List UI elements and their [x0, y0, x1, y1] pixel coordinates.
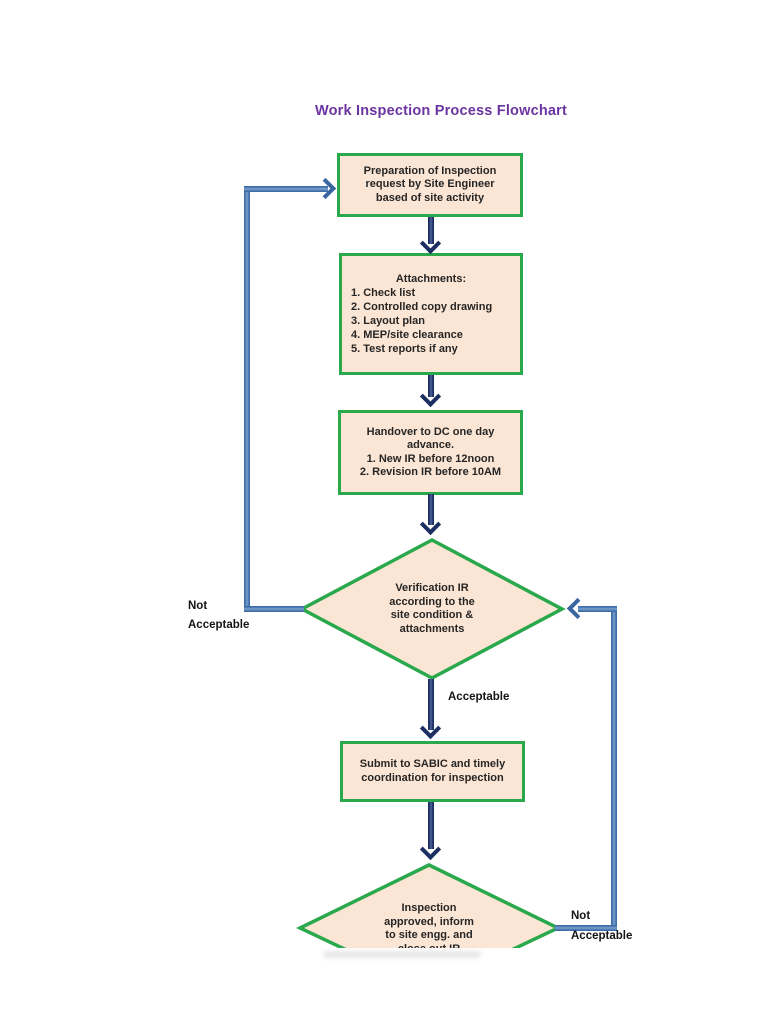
- node-text: Inspection approved, inform to site engg…: [384, 902, 474, 948]
- diamond-shape-icon: [298, 538, 566, 680]
- attachment-item: 5. Test reports if any: [351, 343, 458, 355]
- node-text: Preparation of Inspection request by Sit…: [363, 164, 497, 204]
- flow-connector: [428, 802, 434, 849]
- node-text: Submit to SABIC and timely coordination …: [359, 758, 506, 784]
- arrowhead-down-icon: [419, 838, 442, 861]
- not-acceptable-return-line-right: [555, 925, 617, 931]
- decision-node-inspection-approval: Inspection approved, inform to site engg…: [296, 861, 562, 948]
- arrowhead-left-icon: [566, 597, 589, 620]
- node-text: Verification IR according to the site co…: [389, 582, 475, 635]
- flow-connector: [428, 494, 434, 525]
- attachment-item: 2. Controlled copy drawing: [351, 301, 493, 313]
- flow-connector: [428, 679, 434, 730]
- not-acceptable-return-line-right: [611, 606, 617, 931]
- page-cut-artifact: [323, 951, 481, 958]
- process-node-attachments: Attachments: 1. Check list 2. Controlled…: [339, 253, 523, 375]
- flow-connector: [428, 375, 434, 397]
- arrowhead-right-icon: [314, 177, 337, 200]
- diamond-shape-icon: [296, 863, 562, 948]
- attachment-item: 4. MEP/site clearance: [351, 329, 463, 341]
- arrowhead-down-icon: [419, 717, 442, 740]
- attachments-heading: Attachments:: [395, 273, 467, 285]
- process-node-preparation: Preparation of Inspection request by Sit…: [337, 153, 523, 217]
- attachment-item: 1. Check list: [351, 287, 416, 299]
- not-acceptable-return-line-left: [244, 186, 328, 192]
- label-not-acceptable-right: Not Acceptable: [571, 910, 633, 942]
- arrowhead-down-icon: [419, 232, 442, 255]
- not-acceptable-return-line-left: [244, 606, 304, 612]
- label-not-acceptable-left: Not Acceptable: [188, 600, 250, 631]
- flowchart-title: Work Inspection Process Flowchart: [314, 103, 568, 119]
- label-acceptable: Acceptable: [448, 691, 510, 703]
- decision-node-verification: Verification IR according to the site co…: [298, 536, 566, 682]
- not-acceptable-return-line-right: [578, 606, 617, 612]
- node-text: Handover to DC one day advance. 1. New I…: [359, 425, 502, 479]
- arrowhead-down-icon: [419, 385, 442, 408]
- process-node-handover: Handover to DC one day advance. 1. New I…: [338, 410, 523, 495]
- arrowhead-down-icon: [419, 513, 442, 536]
- process-node-submit: Submit to SABIC and timely coordination …: [340, 741, 525, 802]
- attachment-item: 3. Layout plan: [351, 315, 425, 327]
- not-acceptable-return-line-left: [244, 186, 250, 612]
- flow-connector: [428, 217, 434, 244]
